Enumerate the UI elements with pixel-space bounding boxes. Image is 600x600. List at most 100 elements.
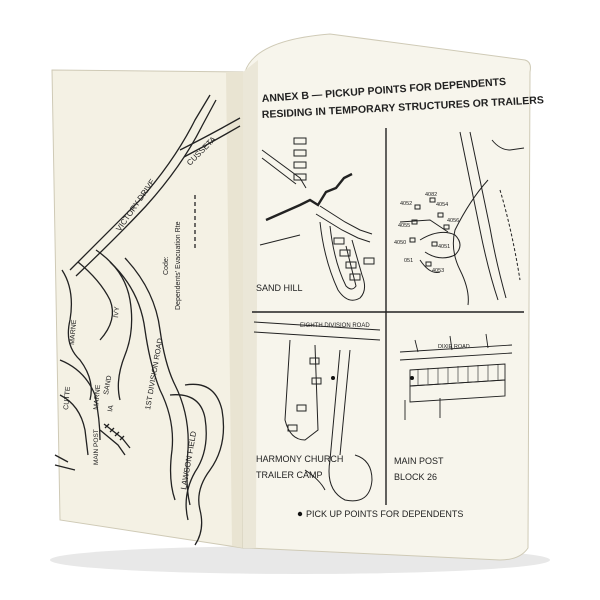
bldg-4052-marker [414, 204, 421, 210]
eighth-division-road-label: EIGHTH DIVISION ROAD [300, 323, 370, 329]
q4050-spur [419, 259, 441, 273]
sand-hill-bldg-6 [339, 249, 351, 257]
sand-hill-panel [259, 137, 375, 301]
hc-bldg-1 [309, 357, 320, 365]
block26-hatch [417, 364, 499, 385]
bldg-4053-marker [425, 261, 432, 267]
legend-dot [297, 511, 303, 517]
lawson-field-boundary [184, 383, 225, 546]
sand-hill-bldg-7 [345, 261, 357, 269]
dixie-road [399, 344, 513, 353]
sand-hill-bldg-3 [293, 161, 307, 169]
footer-legend: PICK UP POINTS FOR DEPENDENTS [306, 509, 463, 519]
bldg-4052-label: 4052 [400, 201, 412, 207]
road-network-1 [61, 269, 92, 401]
sand-hill-loop-inner [329, 225, 357, 290]
road-network-3 [95, 249, 133, 401]
hc-bldg-3 [296, 404, 307, 412]
sand-hill-bldg-5 [333, 237, 345, 245]
bldg-4056-label: 4056 [447, 218, 459, 224]
q4050-road-west [452, 179, 489, 306]
hc-loop-right [328, 349, 373, 502]
hc-bldg-2 [311, 377, 322, 385]
road-network-5 [59, 394, 89, 456]
victory-drive-road [69, 94, 211, 271]
sand-label: SAND [103, 375, 113, 395]
bldg-4082-label: 4082 [425, 192, 437, 198]
cusseta-road [179, 117, 241, 151]
bldg-4055-label: 4055 [398, 223, 410, 229]
hc-loop-right-inner [339, 349, 351, 456]
lawson-field-inner [169, 394, 207, 521]
bldg-4053-label: 4053 [432, 268, 444, 274]
sand-hill-bldg-9 [363, 257, 375, 265]
bldg-4050-marker [409, 237, 416, 243]
cutter-label: CUTTE [63, 386, 72, 410]
sand-hill-road-c [259, 234, 301, 246]
spine-shade-left [226, 72, 245, 548]
evacuation-route-label: Dependents' Evacuation Rte [175, 221, 182, 310]
road-stub [54, 454, 76, 471]
ivy-label: IVY [113, 306, 121, 318]
panel-grid [252, 128, 524, 505]
hc-pickup-point [331, 376, 335, 380]
spine-shade-right [243, 60, 258, 548]
sand-hill-road-a [261, 149, 307, 189]
road-network-2 [77, 261, 114, 341]
first-division-road-line [109, 261, 176, 501]
road-network-4 [59, 359, 101, 441]
block26-row-lower [409, 379, 506, 403]
main-post-hatching [104, 423, 125, 441]
bldg-4051-label: 4051 [438, 244, 450, 250]
sand-hill-road-b-edge [315, 213, 371, 243]
main-post-panel [399, 333, 513, 420]
code-label: Code: [163, 256, 170, 275]
q4050-road-north [491, 139, 525, 151]
sand-hill-bldg-2 [293, 149, 307, 157]
hc-bldg-4 [287, 424, 298, 432]
harmony-church-panel [253, 321, 381, 502]
q4050-circle-road [419, 231, 461, 259]
q4050-road-main [459, 131, 499, 301]
harmony-church-label-line1: HARMONY CHURCH [256, 454, 343, 464]
q4050-track [499, 189, 521, 281]
sand-hill-road-a-edge [261, 157, 297, 185]
quarters-4050-panel [399, 131, 525, 306]
sand-hill-bldg-4 [293, 173, 307, 181]
main-post-label-line1: MAIN POST [394, 456, 444, 466]
main-post-label-line2: BLOCK 26 [394, 472, 437, 482]
dixie-road-edge [399, 352, 513, 361]
sand-hill-label: SAND HILL [256, 283, 303, 293]
eighth-division-road-edge [253, 331, 381, 341]
sand-hill-bldg-8 [349, 273, 361, 281]
block26-connectors [414, 333, 489, 353]
ia-label: IA [107, 404, 115, 412]
sand-hill-loop [319, 221, 366, 301]
block26-spurs [404, 398, 441, 420]
bldg-4054-marker [437, 212, 444, 218]
bldg-4054-label: 4054 [436, 202, 448, 208]
first-division-road-edge [124, 257, 191, 506]
cusseta-road-edge [183, 125, 241, 158]
eighth-division-road [253, 321, 381, 331]
right-page [242, 33, 531, 561]
q4050-road-main-edge [469, 131, 507, 299]
bldg-4082-marker [429, 197, 436, 203]
harmony-church-label-line2: TRAILER CAMP [256, 470, 323, 480]
bldg-051-label: 051 [404, 258, 413, 264]
marne-lower-label: MARNE [93, 384, 102, 410]
sand-hill-boundary [265, 172, 353, 222]
left-map [54, 94, 241, 546]
bldg-4050-label: 4050 [394, 240, 406, 246]
main-post-road [99, 429, 126, 456]
quarters-4050-labels: 4082 4052 4054 4055 4056 4050 4051 4053 … [394, 192, 459, 274]
bldg-4056-marker [443, 224, 450, 230]
main-post-pickup-point [410, 376, 414, 380]
marne-upper-label: MARNE [69, 319, 78, 345]
bldg-4055-marker [411, 219, 418, 225]
sand-hill-road-b [319, 205, 373, 235]
q4050-access [399, 219, 449, 233]
hc-road-stub [304, 469, 326, 491]
bldg-4051-marker [431, 241, 438, 247]
